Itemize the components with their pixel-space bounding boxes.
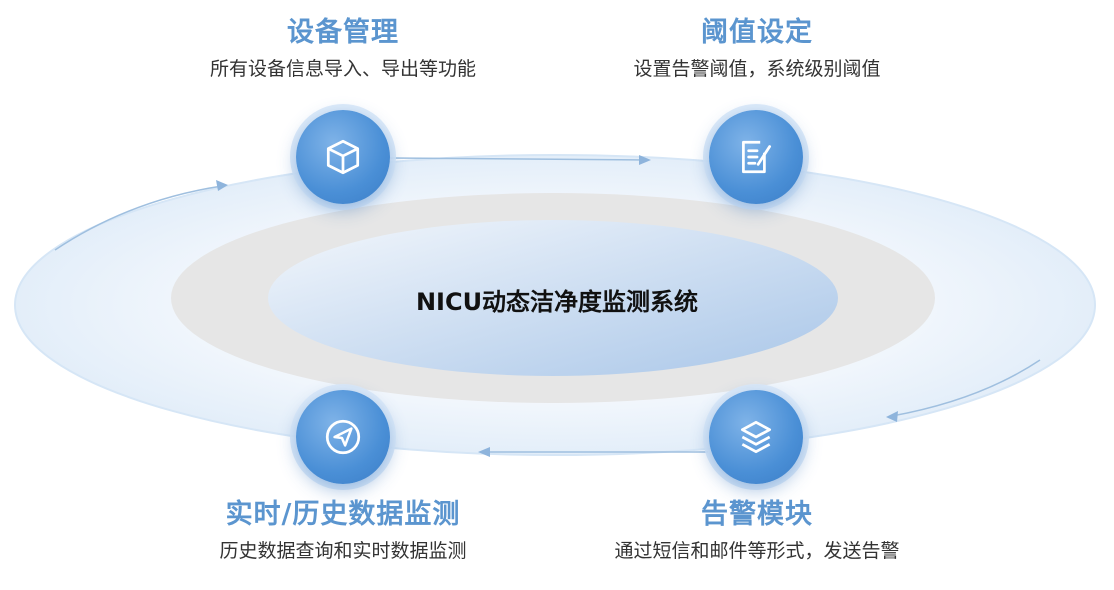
threshold-setting-node[interactable] <box>709 110 803 204</box>
data-monitoring-title: 实时/历史数据监测 <box>225 499 461 530</box>
inner-ellipse <box>268 220 838 376</box>
alarm-module-title: 告警模块 <box>701 499 813 530</box>
cube-icon <box>326 139 360 175</box>
data-monitoring-desc: 历史数据查询和实时数据监测 <box>219 540 467 562</box>
threshold-setting-title: 阈值设定 <box>701 17 813 48</box>
device-management-title: 设备管理 <box>287 17 399 48</box>
send-icon <box>325 419 361 455</box>
alarm-module-desc: 通过短信和邮件等形式，发送告警 <box>614 540 900 562</box>
arrowhead-bottom <box>478 447 490 457</box>
alarm-module-node[interactable] <box>709 390 803 484</box>
data-monitoring-node[interactable] <box>296 390 390 484</box>
orbit-arrow-right <box>891 359 1041 417</box>
center-title: NICU动态洁净度监测系统 <box>415 288 699 316</box>
arrowhead-right <box>886 411 898 422</box>
device-management-desc: 所有设备信息导入、导出等功能 <box>209 58 476 80</box>
orbit-arrow-top-left <box>54 185 223 251</box>
orbit-arrow-top <box>389 157 646 161</box>
arrowhead-top <box>639 155 651 165</box>
device-management-node[interactable] <box>296 110 390 204</box>
threshold-setting-desc: 设置告警阈值，系统级别阈值 <box>633 58 881 80</box>
document-edit-icon <box>742 140 772 174</box>
layers-icon <box>740 420 772 454</box>
arrowhead-top-left <box>216 180 228 191</box>
